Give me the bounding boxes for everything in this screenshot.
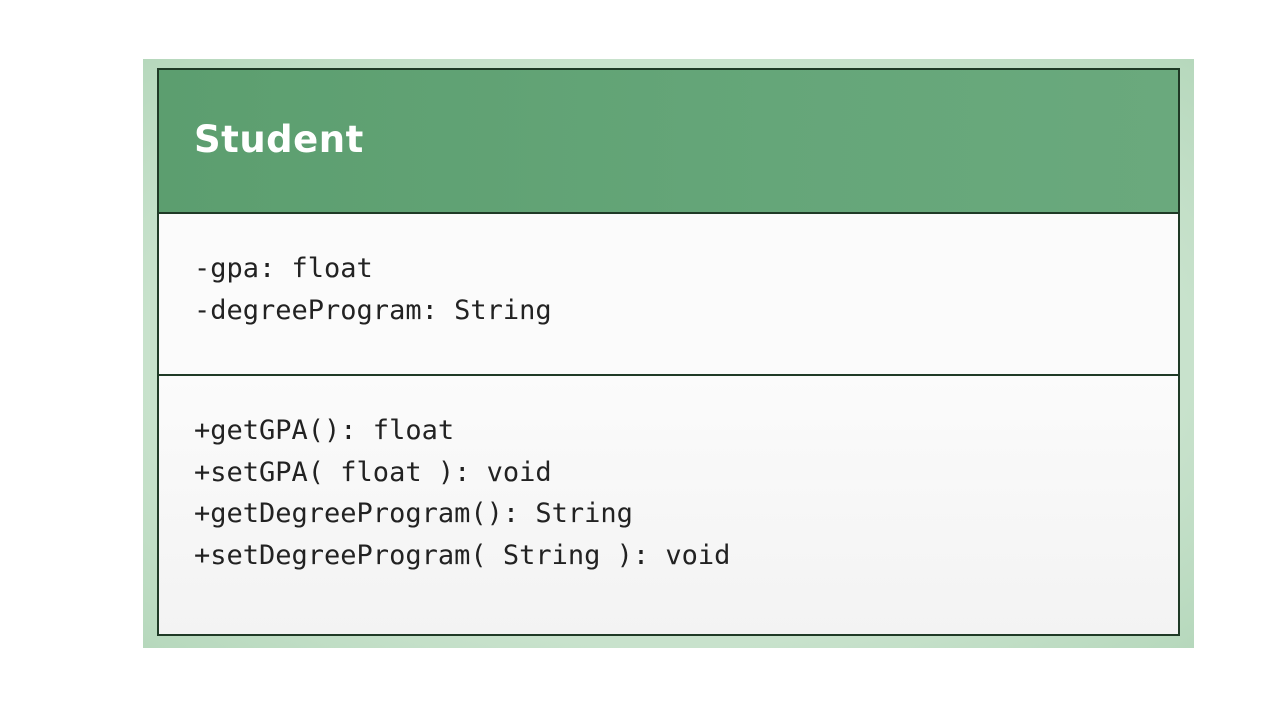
class-name-compartment: Student <box>159 70 1178 214</box>
attribute-list: -gpa: float -degreeProgram: String <box>194 248 552 331</box>
attributes-compartment: -gpa: float -degreeProgram: String <box>159 214 1178 376</box>
class-name: Student <box>194 118 364 161</box>
attribute-gpa: -gpa: float <box>194 253 373 284</box>
methods-compartment: +getGPA(): float +setGPA( float ): void … <box>159 376 1178 634</box>
attribute-degree-program: -degreeProgram: String <box>194 294 552 326</box>
method-list: +getGPA(): float +setGPA( float ): void … <box>194 410 730 576</box>
method-get-degree-program: +getDegreeProgram(): String <box>194 498 633 529</box>
uml-class-box: Student -gpa: float -degreeProgram: Stri… <box>157 68 1180 636</box>
method-set-gpa: +setGPA( float ): void <box>194 456 552 488</box>
method-get-gpa: +getGPA(): float <box>194 415 455 446</box>
method-set-degree-program: +setDegreeProgram( String ): void <box>194 539 731 571</box>
